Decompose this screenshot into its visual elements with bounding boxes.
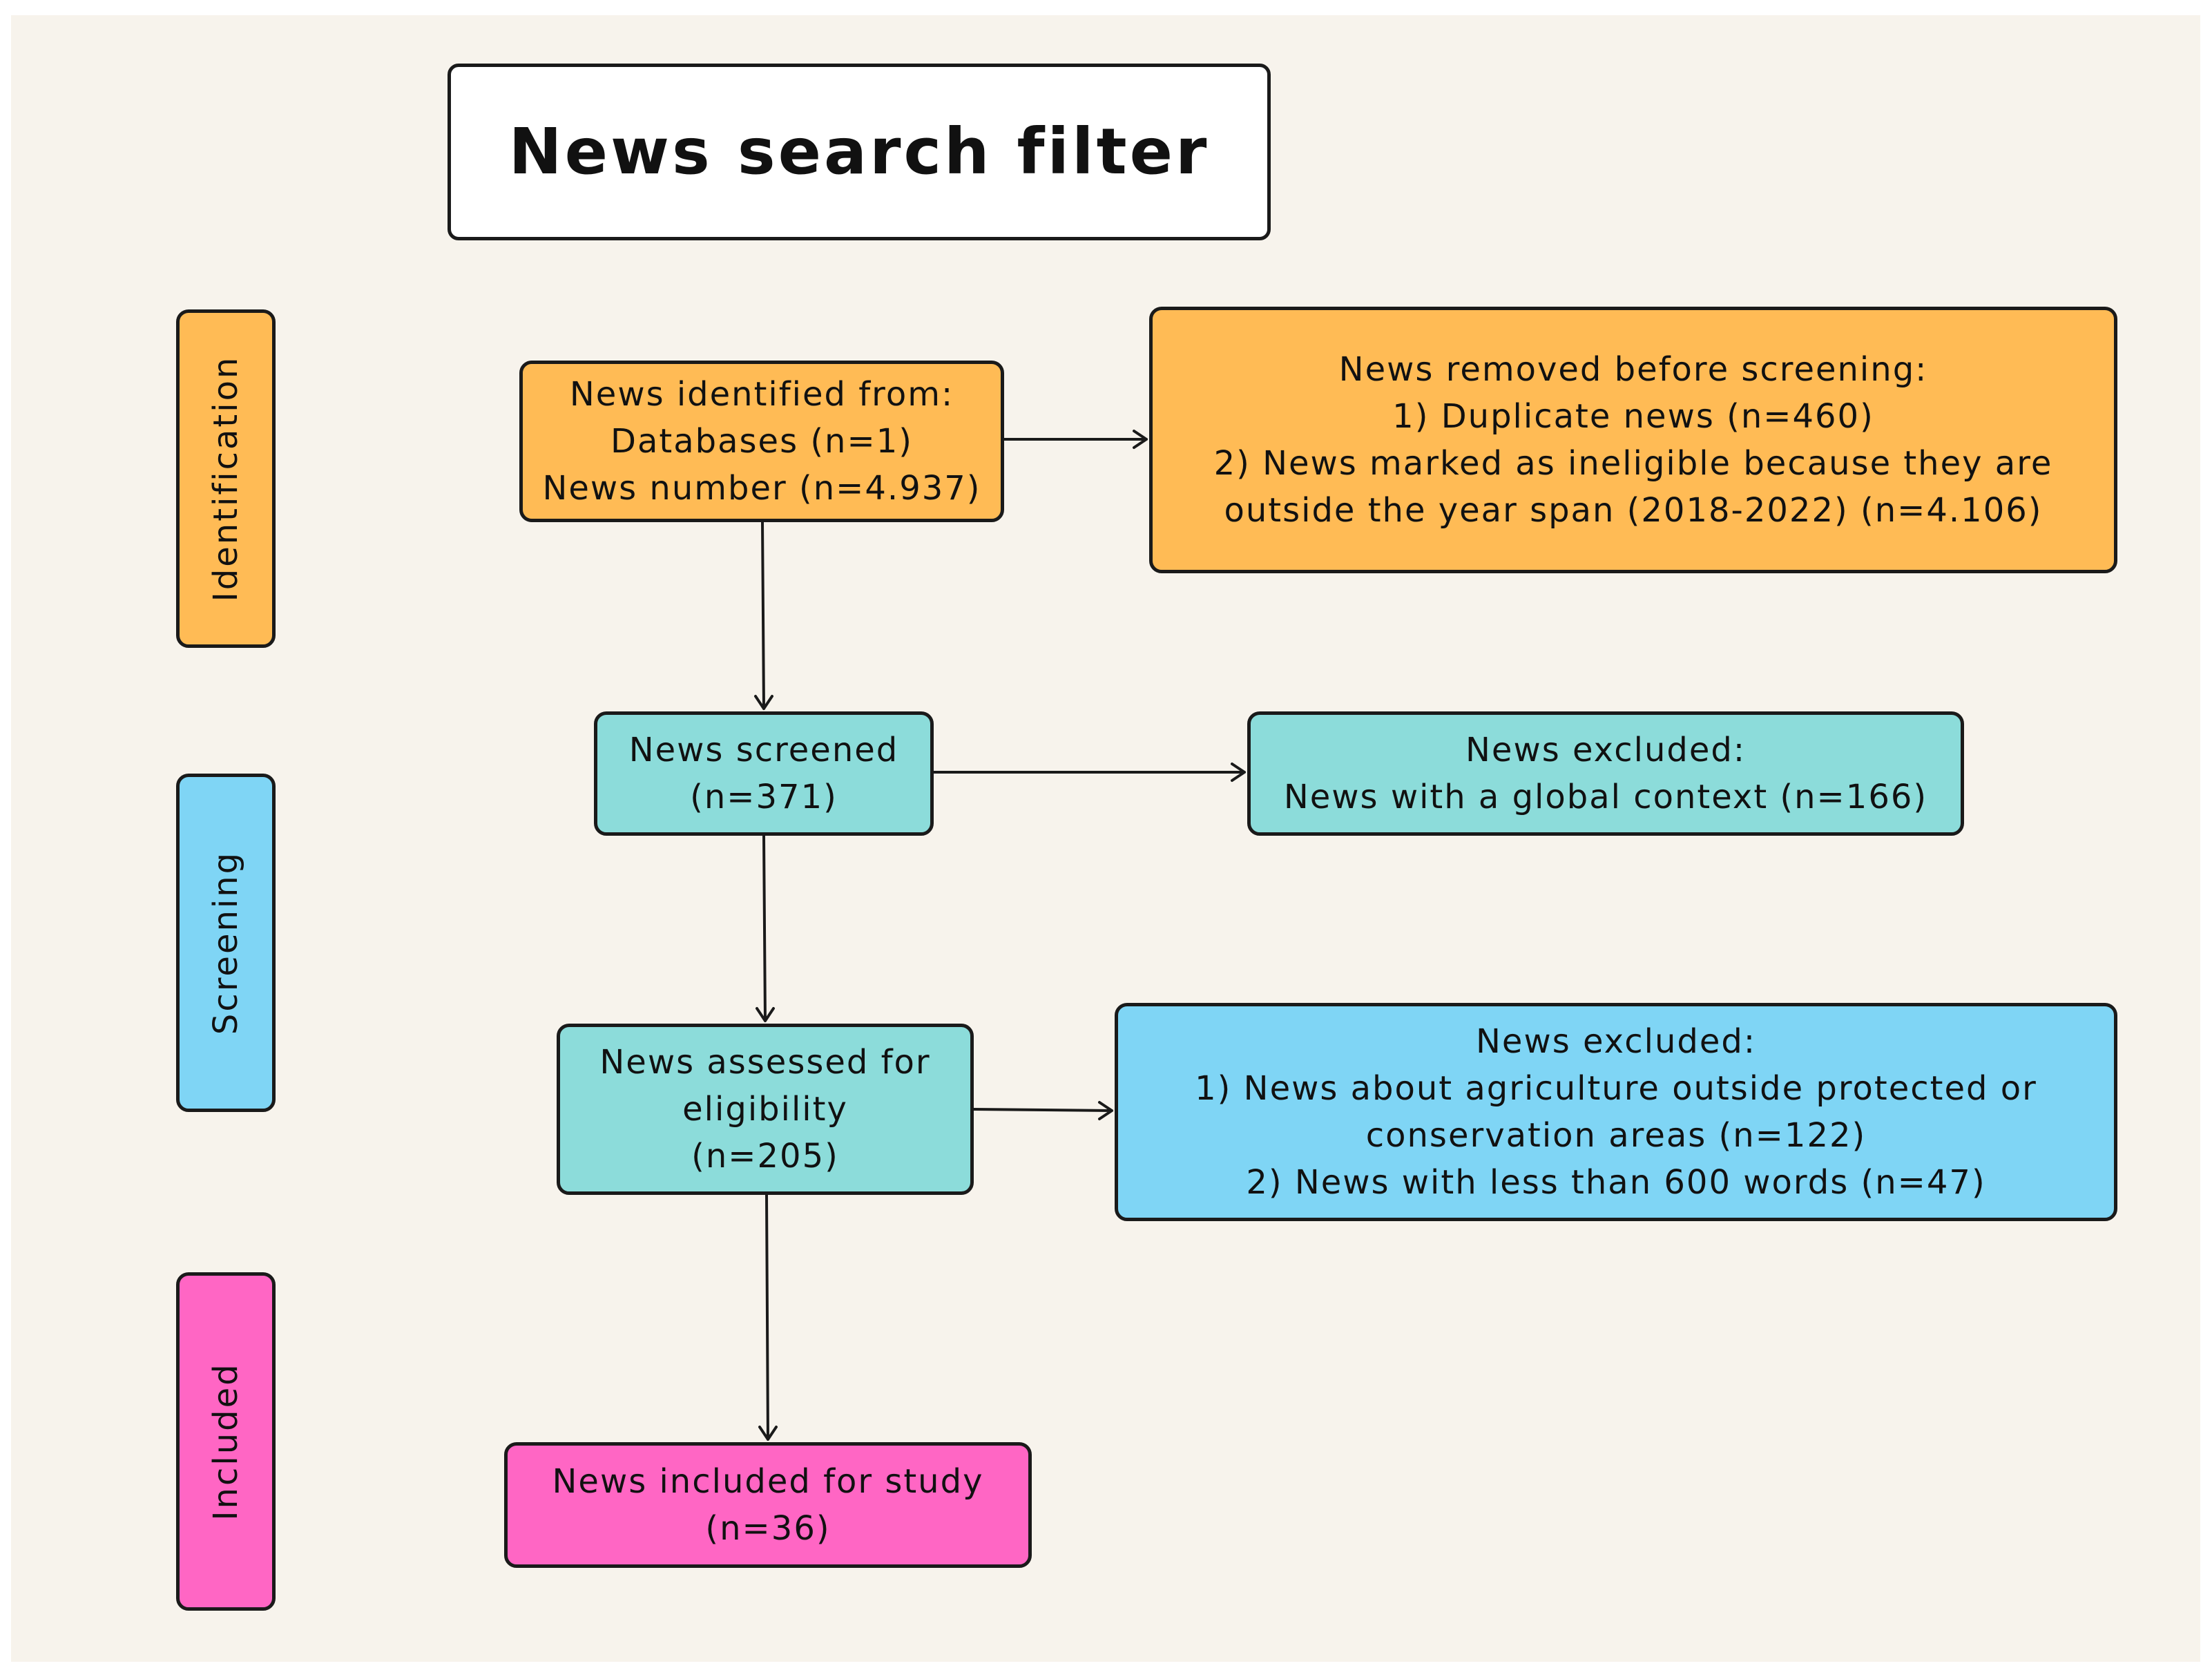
identified-line: News identified from: xyxy=(569,375,954,414)
phase-screening: Screening xyxy=(176,774,276,1112)
removed-line: 1) Duplicate news (n=460) xyxy=(1392,397,1874,436)
identified-line: Databases (n=1) xyxy=(610,422,913,461)
excluded-global-box: News excluded: News with a global contex… xyxy=(1247,711,1964,836)
diagram-title: News search filter xyxy=(448,64,1271,240)
screened-line: News screened xyxy=(628,731,899,769)
removed-line: outside the year span (2018-2022) (n=4.1… xyxy=(1224,491,2043,530)
removed-line: 2) News marked as ineligible because the… xyxy=(1213,444,2053,483)
screened-box: News screened (n=371) xyxy=(594,711,934,836)
included-line: News included for study xyxy=(552,1462,984,1501)
identified-box: News identified from: Databases (n=1) Ne… xyxy=(519,361,1004,522)
arrow-screened-to-excluded-global xyxy=(932,763,1246,782)
assessed-line: News assessed for xyxy=(599,1043,931,1082)
arrow-assessed-to-included xyxy=(758,1194,778,1441)
arrow-assessed-to-excluded-eligibility xyxy=(972,1101,1113,1120)
arrow-identified-to-screened xyxy=(754,521,773,710)
arrow-screened-to-assessed xyxy=(756,834,775,1022)
included-box: News included for study (n=36) xyxy=(504,1442,1032,1568)
excluded-eligibility-box: News excluded: 1) News about agriculture… xyxy=(1115,1003,2117,1221)
excluded-global-line: News with a global context (n=166) xyxy=(1283,778,1928,816)
excluded-eligibility-line: 2) News with less than 600 words (n=47) xyxy=(1246,1163,1986,1202)
excluded-eligibility-line: conservation areas (n=122) xyxy=(1365,1116,1867,1155)
excluded-eligibility-line: 1) News about agriculture outside protec… xyxy=(1195,1069,2037,1108)
assessed-box: News assessed for eligibility (n=205) xyxy=(557,1024,974,1195)
identified-line: News number (n=4.937) xyxy=(542,469,981,508)
diagram-canvas xyxy=(11,15,2200,1662)
arrow-identified-to-removed xyxy=(1003,430,1148,449)
excluded-global-line: News excluded: xyxy=(1465,731,1746,769)
removed-box: News removed before screening: 1) Duplic… xyxy=(1149,307,2117,573)
assessed-line: (n=205) xyxy=(691,1137,839,1176)
phase-identification: Identification xyxy=(176,309,276,648)
excluded-eligibility-line: News excluded: xyxy=(1476,1022,1756,1061)
assessed-line: eligibility xyxy=(682,1090,848,1129)
removed-line: News removed before screening: xyxy=(1338,350,1928,389)
diagram-title-text: News search filter xyxy=(508,115,1210,189)
phase-included: Included xyxy=(176,1272,276,1611)
included-line: (n=36) xyxy=(705,1509,831,1548)
screened-line: (n=371) xyxy=(690,778,838,816)
